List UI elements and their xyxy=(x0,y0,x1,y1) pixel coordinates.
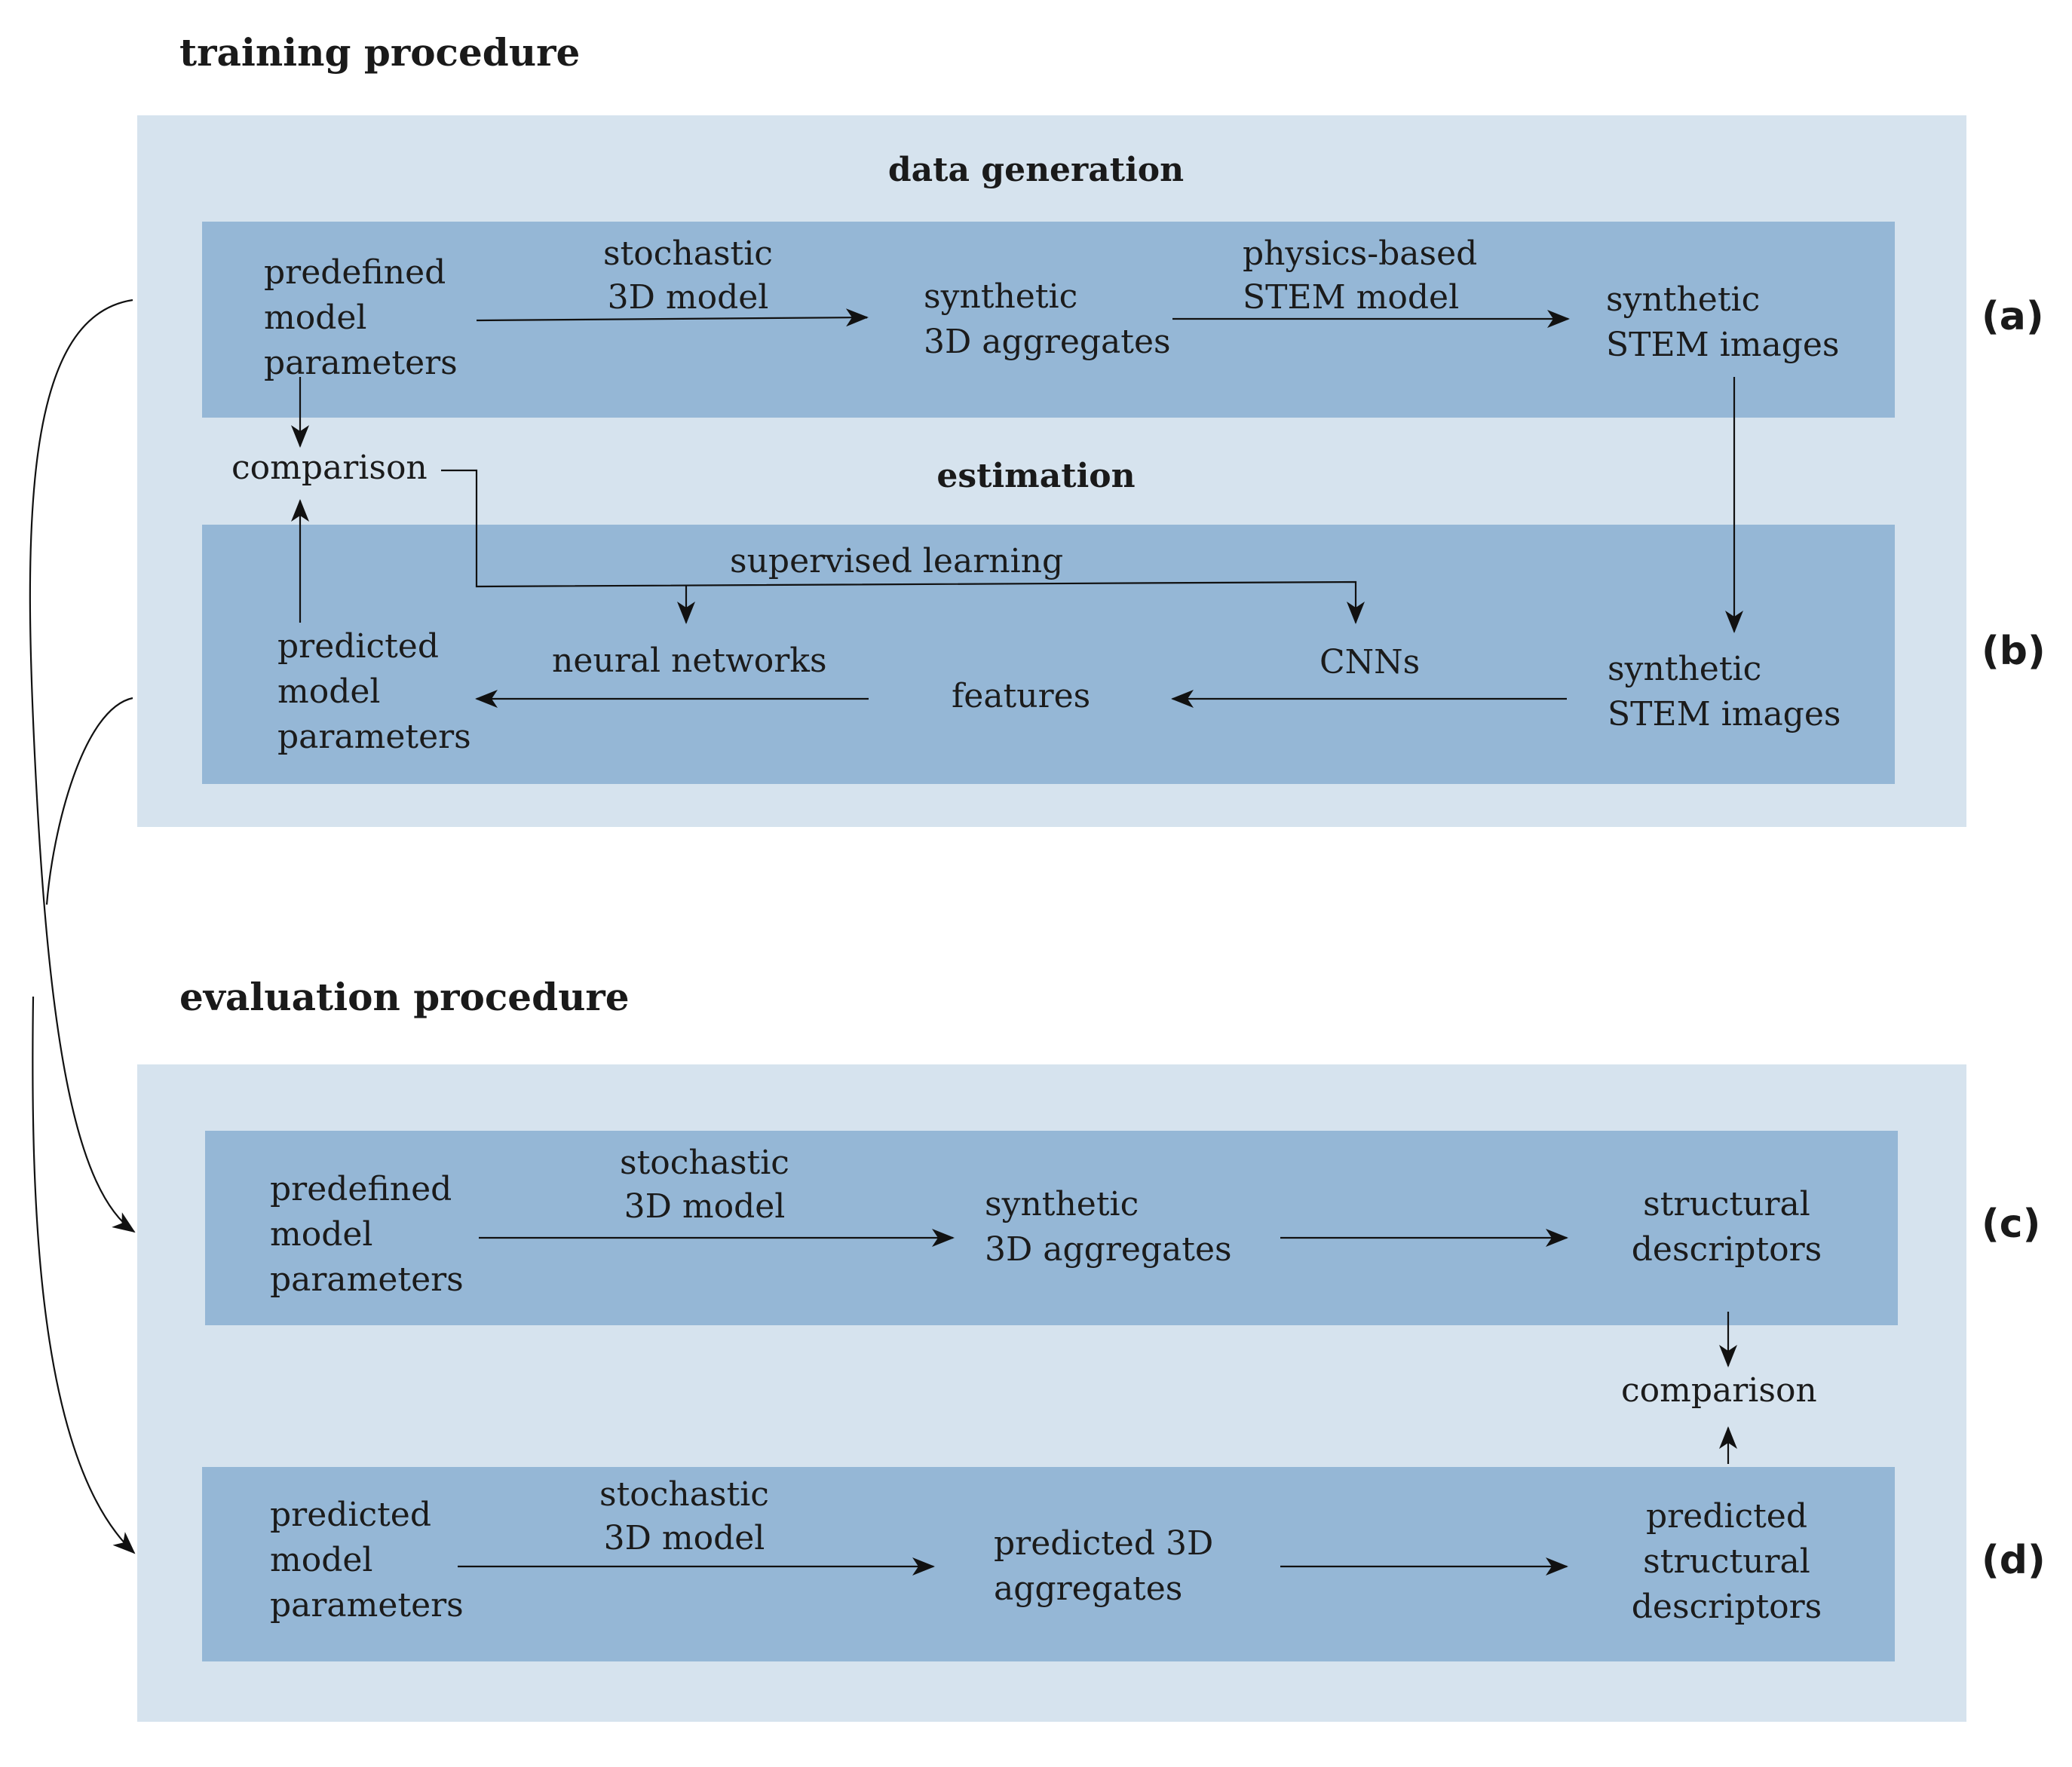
predicted-params-line: predicted xyxy=(277,627,440,666)
stochastic-3d-model-label-c: stochastic 3D model xyxy=(620,1141,789,1229)
predicted-3d-aggregates: predicted 3D aggregates xyxy=(994,1521,1213,1612)
curve-b-to-d xyxy=(45,697,133,905)
predicted-params-line: model xyxy=(277,672,381,711)
predicted-aggregates-line: predicted 3D xyxy=(994,1524,1214,1563)
predicted-model-parameters-d: predicted model parameters xyxy=(270,1493,464,1628)
stochastic-model-line: 3D model xyxy=(624,1187,786,1226)
stochastic-model-line: stochastic xyxy=(603,234,773,273)
synthetic-images-line: synthetic xyxy=(1608,650,1762,688)
predefined-params-line: predefined xyxy=(270,1170,452,1208)
curve-a-to-c xyxy=(29,299,136,1233)
synthetic-aggregates-line: 3D aggregates xyxy=(985,1230,1232,1269)
predicted-params-line: model xyxy=(270,1541,373,1579)
predefined-params-line: parameters xyxy=(264,344,458,382)
structural-descriptors-line: structural xyxy=(1643,1185,1810,1223)
physics-based-stem-model-label: physics-based STEM model xyxy=(1243,232,1477,320)
tag-d: (d) xyxy=(1982,1538,2046,1583)
synthetic-aggregates-line: synthetic xyxy=(924,277,1078,316)
arrow-params-to-aggregates xyxy=(476,308,869,327)
supervised-learning-line xyxy=(441,469,1365,624)
predicted-descriptors-line: structural xyxy=(1643,1542,1810,1581)
curve-b-to-d-lower xyxy=(32,996,136,1554)
evaluation-procedure-title: evaluation procedure xyxy=(179,975,630,1019)
synthetic-stem-images-a: synthetic STEM images xyxy=(1606,277,1839,368)
stochastic-model-line: stochastic xyxy=(599,1475,769,1514)
predefined-params-line: predefined xyxy=(264,253,446,292)
predefined-model-parameters-c: predefined model parameters xyxy=(270,1167,464,1303)
structural-descriptors: structural descriptors xyxy=(1606,1182,1847,1272)
synthetic-images-line: synthetic xyxy=(1606,280,1761,319)
predefined-params-line: model xyxy=(264,299,367,337)
supervised-learning-label: supervised learning xyxy=(730,542,1064,580)
synthetic-images-line: STEM images xyxy=(1608,695,1841,733)
stochastic-model-line: 3D model xyxy=(607,278,769,317)
training-comparison: comparison xyxy=(231,449,428,487)
structural-descriptors-line: descriptors xyxy=(1631,1230,1822,1269)
physics-model-line: physics-based xyxy=(1243,234,1478,273)
estimation-title: estimation xyxy=(936,457,1136,495)
tag-a: (a) xyxy=(1982,294,2044,339)
estimation-panel xyxy=(202,525,1895,784)
predicted-descriptors-line: predicted xyxy=(1645,1497,1807,1536)
cnns-label: CNNs xyxy=(1320,643,1421,681)
row-c-panel xyxy=(205,1131,1898,1325)
predicted-structural-descriptors: predicted structural descriptors xyxy=(1606,1494,1847,1630)
predefined-params-line: parameters xyxy=(270,1260,464,1299)
evaluation-comparison: comparison xyxy=(1621,1371,1817,1410)
stochastic-3d-model-label: stochastic 3D model xyxy=(603,232,773,320)
tag-c: (c) xyxy=(1982,1202,2041,1247)
synthetic-3d-aggregates-c: synthetic 3D aggregates xyxy=(985,1182,1232,1272)
training-procedure-title: training procedure xyxy=(179,30,581,75)
predicted-model-parameters-b: predicted model parameters xyxy=(277,624,471,760)
predicted-params-line: parameters xyxy=(277,718,471,756)
predicted-params-line: predicted xyxy=(270,1496,432,1534)
stochastic-model-line: stochastic xyxy=(620,1144,789,1182)
predicted-aggregates-line: aggregates xyxy=(994,1569,1183,1608)
predefined-params-line: model xyxy=(270,1215,373,1254)
synthetic-aggregates-line: 3D aggregates xyxy=(924,323,1171,361)
data-generation-title: data generation xyxy=(887,151,1185,189)
physics-model-line: STEM model xyxy=(1243,278,1460,317)
neural-networks-label: neural networks xyxy=(552,642,827,680)
predefined-model-parameters: predefined model parameters xyxy=(264,250,458,386)
row-d-panel xyxy=(202,1467,1895,1661)
features-node: features xyxy=(952,677,1091,715)
synthetic-aggregates-line: synthetic xyxy=(985,1185,1139,1223)
stochastic-model-line: 3D model xyxy=(603,1519,765,1557)
synthetic-stem-images-b: synthetic STEM images xyxy=(1608,647,1841,737)
predicted-params-line: parameters xyxy=(270,1586,464,1625)
tag-b: (b) xyxy=(1982,629,2046,674)
stochastic-3d-model-label-d: stochastic 3D model xyxy=(599,1473,769,1560)
predicted-descriptors-line: descriptors xyxy=(1631,1588,1822,1626)
synthetic-images-line: STEM images xyxy=(1606,326,1840,364)
synthetic-3d-aggregates: synthetic 3D aggregates xyxy=(924,274,1171,365)
